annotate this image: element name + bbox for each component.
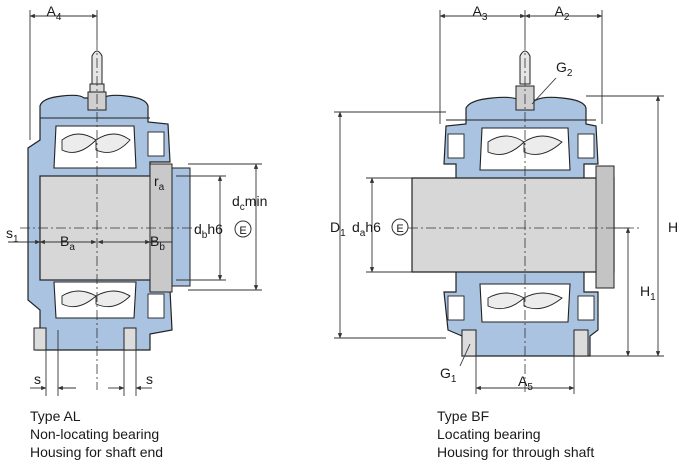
label-Ba: Ba — [60, 233, 75, 253]
label-A4: A4 — [47, 3, 62, 23]
left-dim-labels: A4 dcmin ra dbh6 E s1 Ba Bb s s — [6, 3, 267, 387]
label-ra: ra — [154, 173, 165, 193]
label-s-left: s — [34, 371, 41, 387]
right-dimensions — [334, 10, 664, 394]
left-dimensions — [8, 10, 262, 396]
right-shaft — [411, 177, 615, 273]
left-caption: Type AL Non-locating bearing Housing for… — [30, 407, 163, 461]
label-dcmin: dcmin — [232, 193, 267, 213]
svg-text:E: E — [396, 223, 403, 235]
right-e-symbol: E — [391, 218, 409, 236]
right-caption-type: Type BF — [437, 408, 490, 424]
left-caption-housing: Housing for shaft end — [30, 444, 164, 460]
left-e-symbol: E — [234, 220, 252, 238]
left-bolt-left — [33, 327, 47, 351]
right-caption-housing: Housing for through shaft — [437, 444, 595, 460]
label-H1: H1 — [640, 283, 656, 303]
right-bolt-left — [461, 329, 477, 357]
label-s-right: s — [146, 371, 153, 387]
label-dbh6: dbh6 — [194, 221, 223, 241]
right-caption: Type BF Locating bearing Housing for thr… — [437, 407, 594, 461]
label-dah6: dah6 — [352, 219, 381, 239]
right-dim-labels: A3 A2 G2 D1 dah6 E H H1 G1 A5 — [330, 3, 678, 393]
label-G1: G1 — [440, 365, 457, 385]
label-A5: A5 — [518, 373, 533, 393]
label-A2: A2 — [555, 3, 570, 23]
right-housing-drawing — [408, 40, 640, 392]
right-caption-bearing: Locating bearing — [437, 426, 541, 442]
label-s1: s1 — [6, 225, 19, 245]
label-Bb: Bb — [150, 233, 165, 253]
left-caption-bearing: Non-locating bearing — [30, 426, 160, 442]
left-caption-type: Type AL — [30, 408, 81, 424]
label-G2: G2 — [556, 59, 573, 79]
label-A3: A3 — [473, 3, 488, 23]
label-D1: D1 — [330, 219, 346, 239]
label-H: H — [668, 219, 678, 235]
svg-text:E: E — [239, 225, 246, 237]
left-bolt-right — [123, 327, 137, 351]
right-bolt-right — [573, 329, 589, 357]
left-housing-drawing — [20, 40, 200, 390]
